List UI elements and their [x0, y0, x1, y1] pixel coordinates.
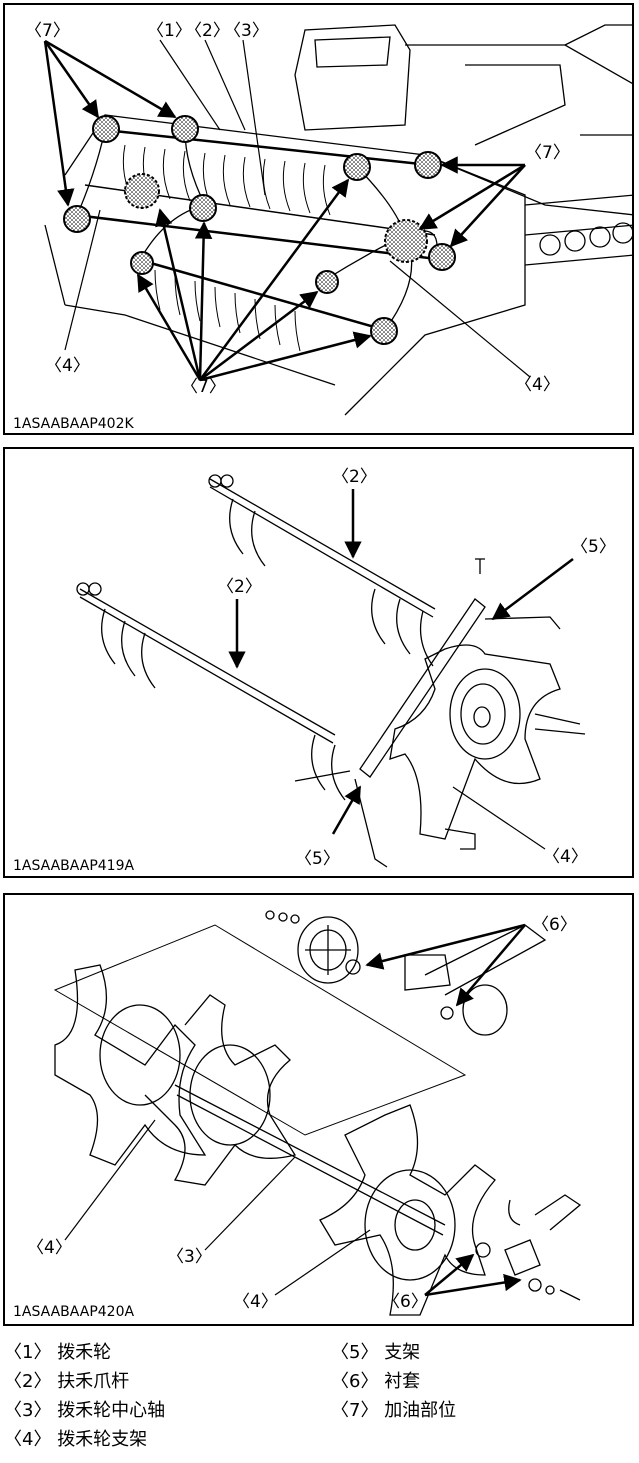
callout-6-lower: 〈6〉 [383, 1292, 428, 1312]
callout-4: 〈4〉 [543, 847, 588, 867]
figure1-callouts: 〈7〉 〈1〉 〈2〉 〈3〉 〈7〉 〈4〉 〈7〉 〈4〉 [25, 21, 570, 397]
legend-item-1: 〈1〉 拨禾轮 [4, 1342, 112, 1363]
callout-1: 〈1〉 [147, 21, 192, 41]
callout-2-upper: 〈2〉 [332, 467, 377, 487]
callout-4-left: 〈4〉 [45, 356, 90, 376]
figure-reel-overview: 〈7〉 〈1〉 〈2〉 〈3〉 〈7〉 〈4〉 〈7〉 〈4〉 1ASAABAA… [3, 3, 634, 435]
callout-2-lower: 〈2〉 [217, 577, 262, 597]
legend-right-column: 〈5〉 支架 〈6〉 衬套 〈7〉 加油部位 [331, 1338, 456, 1425]
legend-item-2: 〈2〉 扶禾爪杆 [4, 1371, 130, 1392]
callout-5-upper: 〈5〉 [571, 537, 616, 557]
legend-item-4: 〈4〉 拨禾轮支架 [4, 1429, 148, 1450]
callout-3: 〈3〉 [224, 21, 269, 41]
legend-item-7: 〈7〉 加油部位 [331, 1400, 457, 1421]
callout-4-right: 〈4〉 [515, 375, 560, 395]
callout-6-upper: 〈6〉 [532, 915, 577, 935]
callout-3: 〈3〉 [167, 1247, 212, 1267]
grease-points [63, 115, 456, 345]
figure-center-shaft: 〈6〉 〈4〉 〈3〉 〈4〉 〈6〉 1ASAABAAP420A [3, 893, 634, 1326]
assembly-lines [76, 474, 586, 868]
callout-5-lower: 〈5〉 [295, 849, 340, 869]
figure-code: 1ASAABAAP402K [13, 416, 134, 432]
callout-7-right: 〈7〉 [525, 143, 570, 163]
legend-item-6: 〈6〉 衬套 [331, 1371, 421, 1392]
callout-7-bottom: 〈7〉 [181, 377, 226, 397]
figure-code: 1ASAABAAP419A [13, 858, 135, 874]
tine-bar-drawing: 〈2〉 〈2〉 〈5〉 〈5〉 〈4〉 [76, 467, 616, 869]
legend-left-column: 〈1〉 拨禾轮 〈2〉 扶禾爪杆 〈3〉 拨禾轮中心轴 〈4〉 拨禾轮支架 [4, 1338, 165, 1454]
callout-2: 〈2〉 [185, 21, 230, 41]
figure2-callouts: 〈2〉 〈2〉 〈5〉 〈5〉 〈4〉 [217, 467, 616, 869]
callout-4-left: 〈4〉 [27, 1238, 72, 1258]
figure-tine-bars: 〈2〉 〈2〉 〈5〉 〈5〉 〈4〉 1ASAABAAP419A [3, 447, 634, 878]
callout-arrows [43, 39, 531, 382]
callout-7-top-left: 〈7〉 [25, 21, 70, 41]
figure3-callouts: 〈6〉 〈4〉 〈3〉 〈4〉 〈6〉 [27, 915, 577, 1312]
legend-item-5: 〈5〉 支架 [331, 1342, 421, 1363]
figure-code: 1ASAABAAP420A [13, 1304, 135, 1320]
callout-arrows [64, 923, 526, 1297]
callout-arrows [228, 489, 574, 850]
center-shaft-drawing: 〈6〉 〈4〉 〈3〉 〈4〉 〈6〉 [27, 910, 582, 1316]
shaft-assembly-lines [53, 910, 582, 1316]
reel-overview-drawing: 〈7〉 〈1〉 〈2〉 〈3〉 〈7〉 〈4〉 〈7〉 〈4〉 [25, 21, 632, 416]
callout-4-bottom: 〈4〉 [233, 1292, 278, 1312]
combine-harvester-lines [44, 24, 632, 416]
legend-item-3: 〈3〉 拨禾轮中心轴 [4, 1400, 166, 1421]
